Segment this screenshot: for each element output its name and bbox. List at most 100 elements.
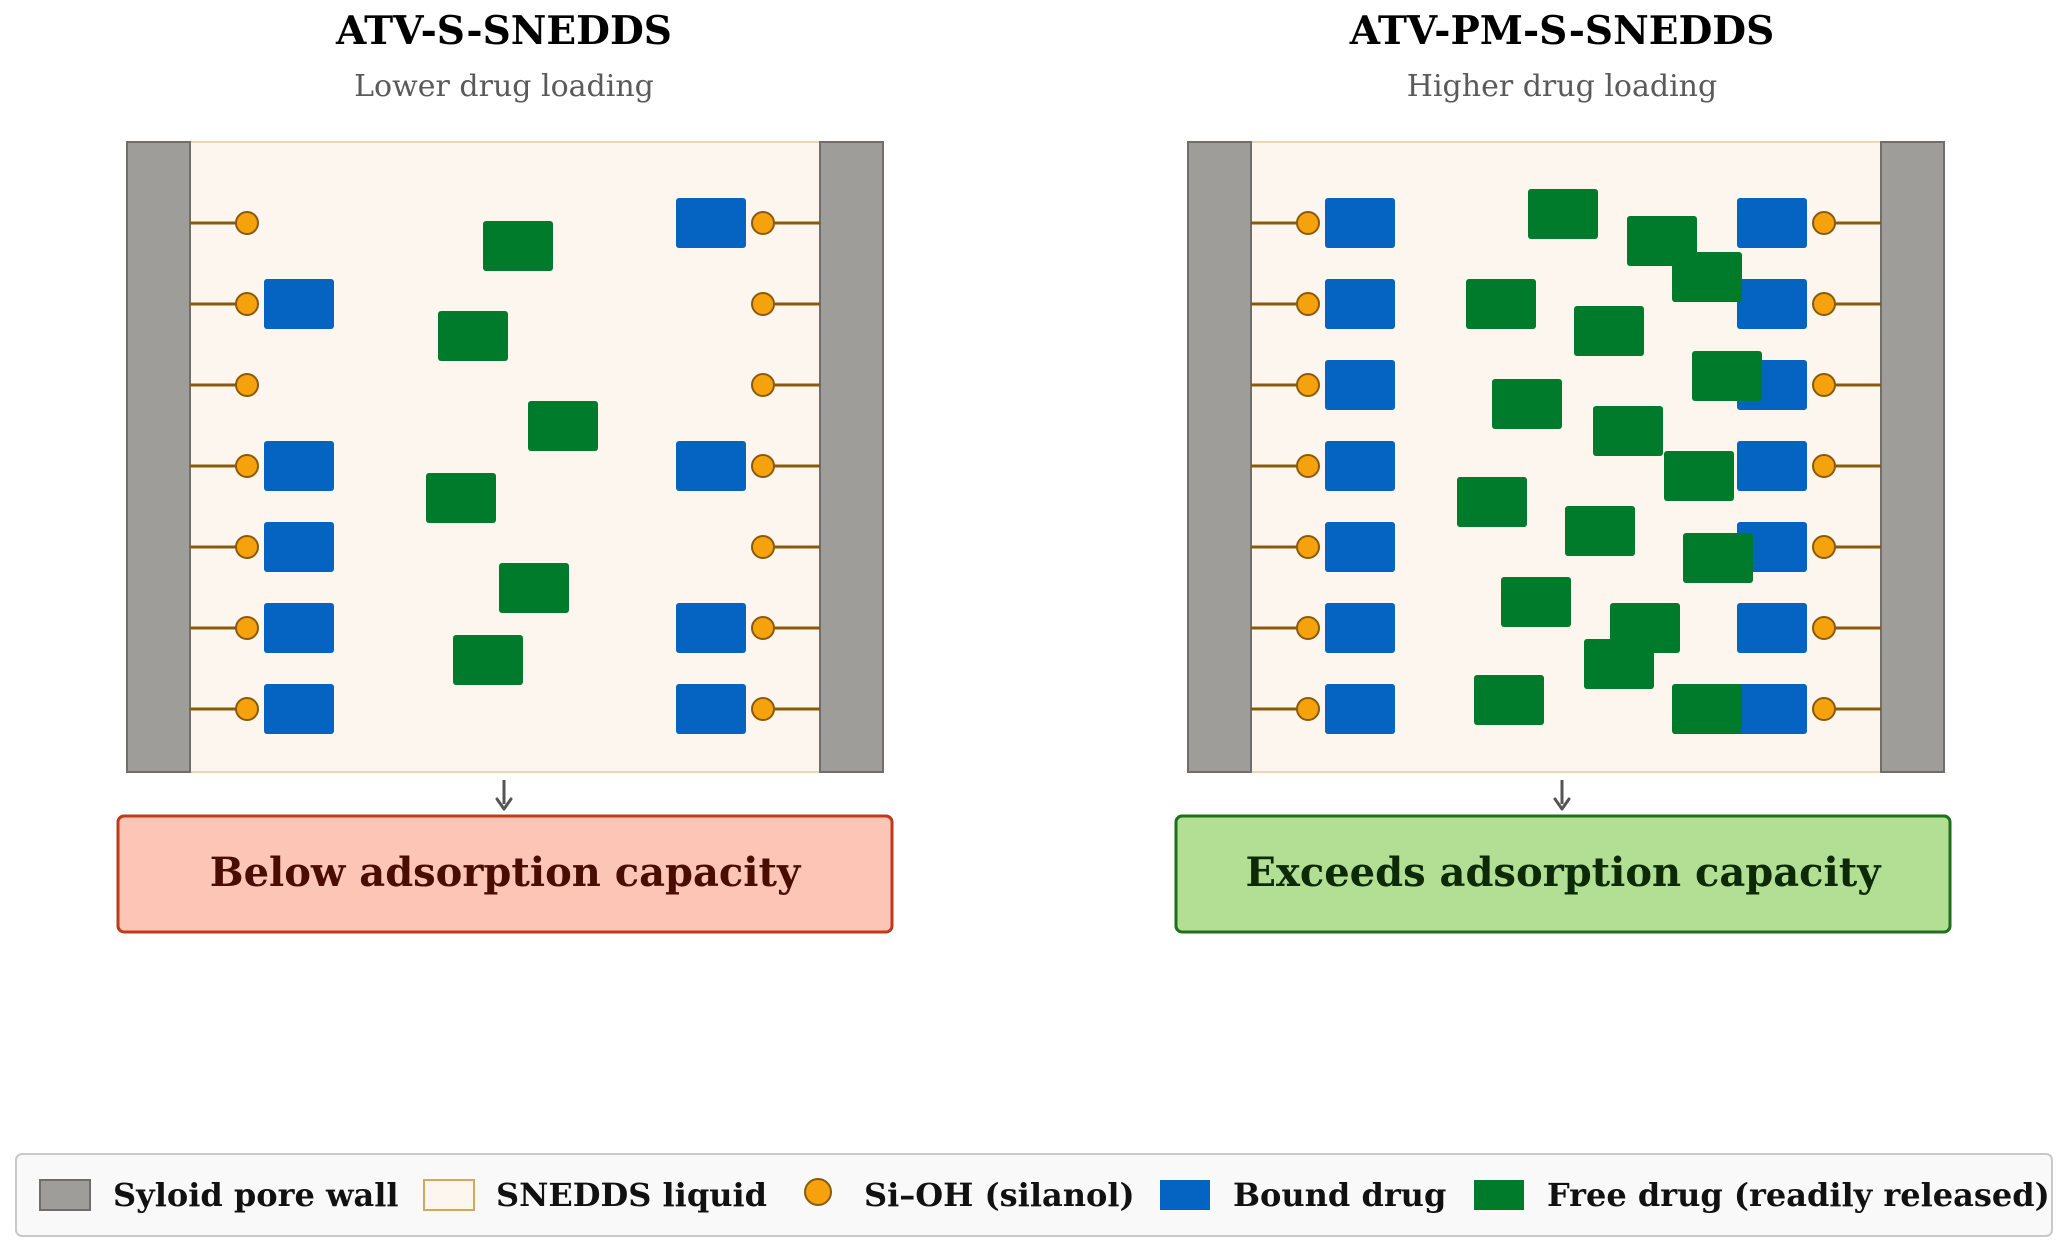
silanol-group — [751, 697, 775, 721]
panel-title: ATV-S-SNEDDS — [335, 8, 672, 54]
free-drug — [1692, 351, 1762, 401]
free-drug — [499, 563, 569, 613]
free-drug — [1501, 577, 1571, 627]
silanol-group — [1296, 616, 1320, 640]
down-arrow — [1553, 780, 1571, 811]
silanol-group — [1812, 373, 1836, 397]
pore-wall-swatch — [39, 1179, 91, 1211]
silanol-group — [235, 454, 259, 478]
free-drug — [1672, 684, 1742, 734]
bound-drug — [1325, 441, 1395, 491]
bound-drug — [264, 603, 334, 653]
panel-subtitle: Lower drug loading — [354, 69, 654, 104]
pore-wall-right — [819, 141, 884, 773]
panel-subtitle: Higher drug loading — [1407, 69, 1717, 104]
silanol-group — [1296, 454, 1320, 478]
bound-drug — [1737, 603, 1807, 653]
panel-s-snedds: ATV-S-SNEDDS Lower drug loading Below ad… — [116, 8, 894, 934]
bound-drug — [1737, 684, 1807, 734]
free-drug — [528, 401, 598, 451]
bound-drug — [1737, 522, 1807, 572]
bound-drug — [1325, 603, 1395, 653]
free-drug — [1528, 189, 1598, 239]
silanol-group — [751, 373, 775, 397]
silanol-group — [751, 454, 775, 478]
bound-drug — [676, 198, 746, 248]
silanol-group — [235, 616, 259, 640]
verdict-box — [1174, 814, 1952, 934]
silanol-group — [1812, 697, 1836, 721]
legend-label: Si–OH (silanol) — [864, 1176, 1135, 1214]
free-drug — [483, 221, 553, 271]
free-drug — [1574, 306, 1644, 356]
silanol-group — [751, 211, 775, 235]
pore-wall-left — [1187, 141, 1252, 773]
bound-drug — [1325, 360, 1395, 410]
down-arrow — [495, 780, 513, 811]
silanol-group — [751, 535, 775, 559]
bound-drug — [1737, 198, 1807, 248]
legend: Syloid pore wall SNEDDS liquid Si–OH (si… — [15, 1153, 2053, 1237]
bound-drug — [1737, 279, 1807, 329]
free-drug — [1672, 252, 1742, 302]
silanol-group — [1812, 616, 1836, 640]
legend-label: Bound drug — [1233, 1176, 1446, 1214]
bound-drug — [1325, 198, 1395, 248]
legend-label: Syloid pore wall — [113, 1176, 399, 1214]
verdict-box — [116, 814, 894, 934]
silanol-group — [235, 211, 259, 235]
bound-drug — [264, 279, 334, 329]
silanol-group — [751, 616, 775, 640]
pore-schematic — [126, 141, 884, 773]
free-drug — [1492, 379, 1562, 429]
pore-wall-left — [126, 141, 191, 773]
verdict-label: Below adsorption capacity — [210, 849, 802, 896]
bound-drug — [676, 603, 746, 653]
liquid-swatch — [423, 1179, 475, 1211]
free-drug — [438, 311, 508, 361]
silanol-group — [1812, 454, 1836, 478]
silanol-group — [235, 292, 259, 316]
bound-drug — [1325, 522, 1395, 572]
free-drug — [1584, 639, 1654, 689]
bound-drug — [264, 684, 334, 734]
silanol-group — [1812, 211, 1836, 235]
panel-pm-s-snedds: ATV-PM-S-SNEDDS Higher drug loading Exce… — [1174, 8, 1952, 934]
silanol-group — [1812, 535, 1836, 559]
free-drug — [1565, 506, 1635, 556]
verdict-label: Exceeds adsorption capacity — [1246, 849, 1883, 896]
pore-schematic — [1187, 141, 1945, 773]
legend-frame — [15, 1153, 2053, 1237]
free-drug — [1683, 533, 1753, 583]
free-drug — [1457, 477, 1527, 527]
bound-drug — [676, 684, 746, 734]
bound-drug — [1325, 684, 1395, 734]
free-drug — [1474, 675, 1544, 725]
silanol-group — [1296, 697, 1320, 721]
silanol-group — [235, 535, 259, 559]
free-drug — [1593, 406, 1663, 456]
silanol-group — [1296, 373, 1320, 397]
panel-title: ATV-PM-S-SNEDDS — [1349, 8, 1775, 54]
silanol-group — [751, 292, 775, 316]
free-drug — [1466, 279, 1536, 329]
free-drug — [453, 635, 523, 685]
free-drug-swatch — [1474, 1180, 1524, 1210]
silanol-group — [1296, 535, 1320, 559]
free-drug — [1664, 451, 1734, 501]
bound-drug — [1737, 441, 1807, 491]
legend-label: SNEDDS liquid — [496, 1176, 767, 1214]
bound-drug — [1325, 279, 1395, 329]
silanol-dot — [804, 1178, 832, 1206]
free-drug — [426, 473, 496, 523]
silanol-group — [235, 373, 259, 397]
silanol-group — [1812, 292, 1836, 316]
bound-drug — [264, 441, 334, 491]
bound-drug — [264, 522, 334, 572]
silanol-group — [235, 697, 259, 721]
pore-wall-right — [1880, 141, 1945, 773]
silanol-group — [1296, 292, 1320, 316]
bound-drug — [676, 441, 746, 491]
bound-drug-swatch — [1160, 1180, 1210, 1210]
